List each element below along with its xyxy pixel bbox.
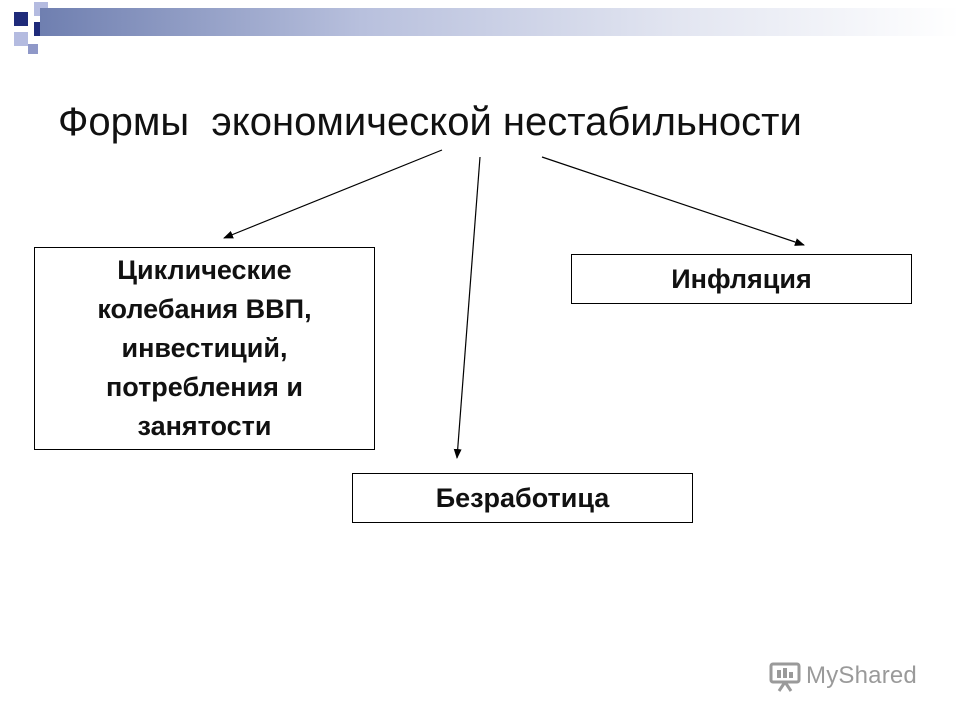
decor-square (14, 32, 28, 46)
node-unemployment-label: Безработица (435, 482, 610, 513)
arrow-to-inflation (541, 156, 805, 246)
node-inflation-label: Инфляция (671, 263, 812, 294)
header-gradient-band (40, 8, 960, 36)
watermark-text: MyShared (806, 662, 917, 689)
decor-square (28, 44, 38, 54)
node-cyclic-fluctuations: Циклические колебания ВВП, инвестиций, п… (34, 247, 375, 450)
arrow-to-cyclic (223, 149, 443, 239)
decor-square (14, 12, 28, 26)
presentation-icon (769, 662, 801, 692)
node-unemployment: Безработица (352, 473, 693, 523)
node-inflation: Инфляция (571, 254, 912, 304)
arrow-to-unemployment (453, 156, 481, 459)
watermark: MyShared (768, 656, 917, 696)
slide-title: Формы экономической нестабильности (58, 100, 802, 144)
node-cyclic-label: Циклические колебания ВВП, инвестиций, п… (97, 255, 312, 441)
